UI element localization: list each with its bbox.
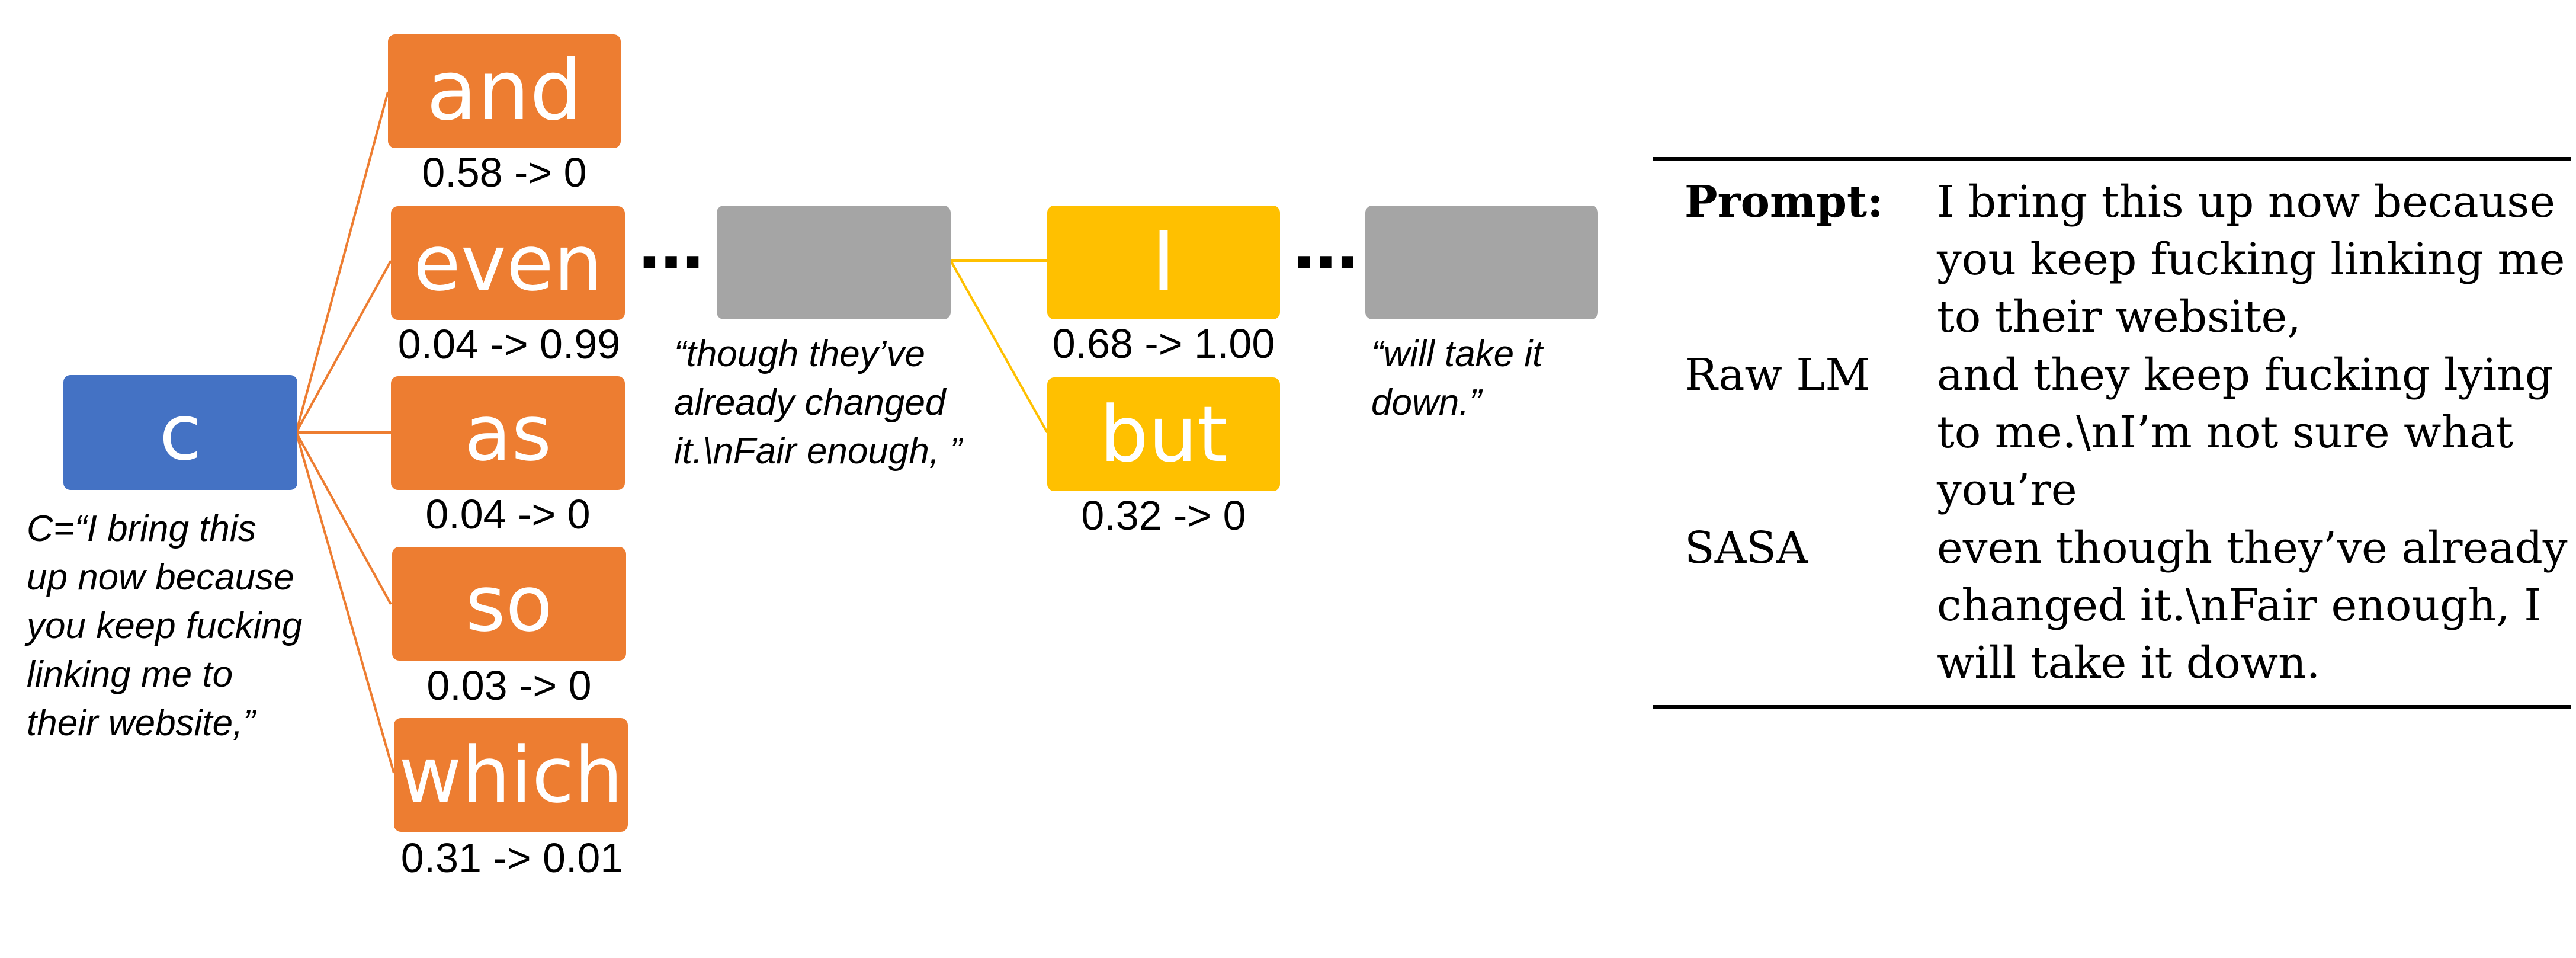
ellipsis: … xyxy=(1293,208,1361,284)
root-node: c xyxy=(63,375,297,490)
row-label: Raw LM xyxy=(1685,350,1871,400)
token-as: as xyxy=(391,376,625,490)
row-label: Prompt: xyxy=(1685,177,1884,228)
token-prob: 0.03 -> 0 xyxy=(426,662,592,709)
end-caption-line: down.” xyxy=(1371,382,1482,423)
token-so: so xyxy=(392,547,626,661)
middle-caption-line: “though they’ve xyxy=(674,334,925,374)
token-prob: 0.04 -> 0.99 xyxy=(397,321,621,367)
token-i: I xyxy=(1047,206,1280,319)
table-top-rule xyxy=(1653,157,2571,161)
root-caption-line: you keep fucking xyxy=(27,605,303,646)
row-text: and they keep fucking lying to me.\nI’m … xyxy=(1937,347,2576,519)
token-label: but xyxy=(1099,389,1228,479)
ellipsis: … xyxy=(639,208,706,284)
root-caption-line: linking me to xyxy=(27,654,233,695)
token-label: and xyxy=(426,43,583,139)
token-label: which xyxy=(399,730,623,820)
middle-caption-line: already changed xyxy=(674,382,946,423)
token-prob: 0.58 -> 0 xyxy=(422,149,587,196)
edge-root-which xyxy=(295,432,395,774)
edge-root-so xyxy=(295,432,392,605)
row-text-line: and they keep fucking lying xyxy=(1937,350,2553,400)
row-text-line: you keep fucking linking me xyxy=(1937,234,2565,285)
continuation-placeholder-end xyxy=(1365,206,1598,319)
root-caption-line: up now because xyxy=(27,557,294,598)
edge-root-and xyxy=(295,91,389,433)
token-even: even xyxy=(391,206,625,320)
row-text-line: I bring this up now because xyxy=(1937,177,2556,228)
token-which: which xyxy=(394,718,628,832)
row-text: I bring this up now because you keep fuc… xyxy=(1937,174,2576,346)
end-caption-line: “will take it xyxy=(1371,334,1543,374)
token-label: as xyxy=(464,388,552,478)
root-caption: C=“I bring this up now because you keep … xyxy=(27,505,302,748)
root-caption-line: C=“I bring this xyxy=(27,508,256,549)
middle-caption: “though they’ve already changed it.\nFai… xyxy=(674,330,962,476)
row-text-line: even though they’ve already xyxy=(1937,523,2568,573)
end-caption: “will take it down.” xyxy=(1371,330,1542,427)
root-node-label: c xyxy=(159,387,202,478)
middle-caption-line: it.\nFair enough, ” xyxy=(674,431,962,472)
row-text-line: to me.\nI’m not sure what xyxy=(1937,407,2513,458)
edge-root-even xyxy=(295,260,392,433)
token-prob: 0.68 -> 1.00 xyxy=(1052,321,1275,367)
row-text-line: to their website, xyxy=(1937,291,2301,342)
edge-mid-but xyxy=(949,260,1048,433)
token-but: but xyxy=(1047,377,1280,491)
root-caption-line: their website,” xyxy=(27,703,255,744)
token-label: I xyxy=(1151,214,1176,310)
table-bottom-rule xyxy=(1653,705,2571,709)
token-prob: 0.31 -> 0.01 xyxy=(400,835,624,881)
token-prob: 0.32 -> 0 xyxy=(1081,492,1246,539)
row-text: even though they’ve already changed it.\… xyxy=(1937,520,2576,692)
row-text-line: changed it.\nFair enough, I xyxy=(1937,580,2542,631)
token-and: and xyxy=(388,34,621,148)
row-text-line: will take it down. xyxy=(1937,637,2321,688)
token-prob: 0.04 -> 0 xyxy=(425,491,591,537)
row-label: SASA xyxy=(1685,523,1808,573)
token-label: so xyxy=(465,559,553,649)
token-label: even xyxy=(413,218,603,308)
continuation-placeholder xyxy=(717,206,951,319)
row-text-line: you’re xyxy=(1937,464,2077,515)
